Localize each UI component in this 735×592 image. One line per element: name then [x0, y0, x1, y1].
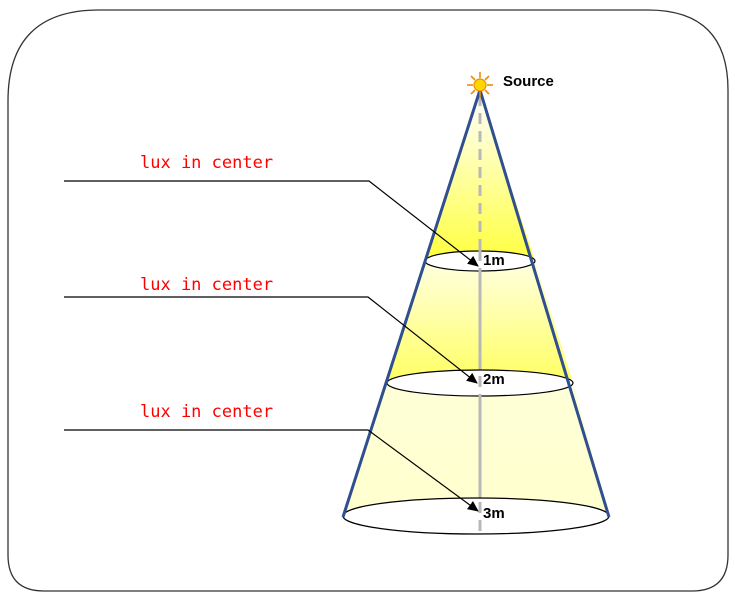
callout-line-3m	[64, 429, 479, 512]
callout-line-1m	[64, 180, 479, 267]
callout-label-1m: lux in center	[140, 153, 273, 173]
distance-label-2m: 2m	[483, 371, 505, 388]
callout-label-3m: lux in center	[140, 402, 273, 422]
cone-edge-right	[478, 89, 611, 518]
source-label: Source	[503, 73, 554, 90]
ellipse-3m	[342, 497, 610, 535]
sun-icon	[467, 72, 493, 98]
callout-label-2m: lux in center	[140, 275, 273, 295]
cone-section-bottom	[343, 383, 609, 534]
callout-line-2m	[64, 296, 478, 384]
cone-section-top	[425, 92, 535, 271]
distance-label-3m: 3m	[483, 505, 505, 522]
cone-edge-left	[341, 89, 482, 518]
distance-label-1m: 1m	[483, 252, 505, 269]
